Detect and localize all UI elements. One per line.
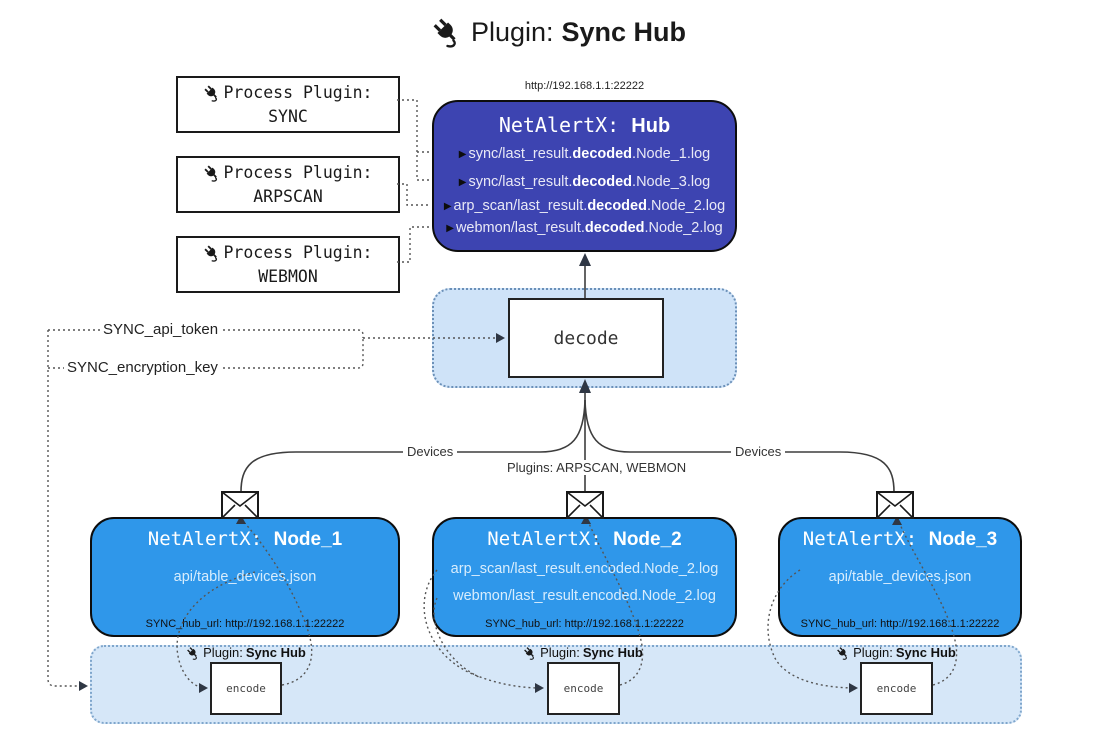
title-name: Sync Hub	[561, 16, 687, 47]
node-hub-url: SYNC_hub_url: http://192.168.1.1:22222	[145, 618, 345, 630]
title-label: Plugin:	[470, 16, 554, 47]
node-1-box: NetAlertX: Node_1 api/table_devices.json…	[90, 517, 400, 637]
hub-log-list: ▶sync/last_result.decoded.Node_1.log ▶sy…	[434, 147, 735, 235]
edge-label-devices-left: Devices	[403, 444, 458, 459]
process-plugin-sync: Process Plugin: SYNC	[176, 76, 400, 133]
encode-box-1: encode	[210, 662, 282, 715]
arrowhead-icon: ▶	[446, 222, 454, 234]
hub-box: NetAlertX: Hub ▶sync/last_result.decoded…	[432, 100, 737, 252]
arrowhead-icon: ▶	[458, 176, 467, 188]
sync-plugin-label-1: Plugin:Sync Hub	[161, 645, 331, 660]
hub-title-name: Hub	[631, 115, 671, 137]
process-plugin-label: Process Plugin:	[223, 242, 373, 262]
node-file-line: webmon/last_result.encoded.Node_2.log	[453, 588, 716, 604]
sync-encryption-key-label: SYNC_encryption_key	[64, 359, 221, 376]
hub-log-line: ▶arp_scan/last_result.decoded.Node_2.log	[443, 198, 726, 214]
edge-label-devices-right: Devices	[731, 444, 786, 459]
hub-title: NetAlertX: Hub	[434, 113, 735, 138]
process-plugin-name: ARPSCAN	[253, 186, 323, 206]
process-plugin-label: Process Plugin:	[223, 82, 373, 102]
edge-label-plugins: Plugins: ARPSCAN, WEBMON	[503, 460, 686, 475]
node-title: NetAlertX: Node_3	[802, 528, 998, 550]
node-3-box: NetAlertX: Node_3 api/table_devices.json…	[778, 517, 1022, 637]
node-hub-url: SYNC_hub_url: http://192.168.1.1:22222	[485, 618, 684, 630]
node-title: NetAlertX: Node_1	[147, 528, 343, 550]
node-file-line: arp_scan/last_result.encoded.Node_2.log	[450, 561, 719, 577]
encode-box-3: encode	[860, 662, 933, 715]
process-plugin-arpscan: Process Plugin: ARPSCAN	[176, 156, 400, 213]
node-file-line: api/table_devices.json	[828, 569, 972, 585]
node-hub-url: SYNC_hub_url: http://192.168.1.1:22222	[800, 618, 1000, 630]
process-plugin-webmon: Process Plugin: WEBMON	[176, 236, 400, 293]
process-plugin-name: SYNC	[268, 106, 308, 126]
page-title: Plugin: Sync Hub	[0, 16, 1117, 48]
node-2-box: NetAlertX: Node_2 arp_scan/last_result.e…	[432, 517, 737, 637]
plug-icon	[203, 84, 221, 102]
process-plugin-label: Process Plugin:	[223, 162, 373, 182]
hub-url-label: http://192.168.1.1:22222	[524, 80, 645, 92]
envelope-icons	[221, 491, 914, 519]
process-plugin-name: WEBMON	[258, 266, 318, 286]
arrowhead-icon: ▶	[458, 149, 467, 160]
hub-log-line: ▶sync/last_result.decoded.Node_1.log	[458, 146, 711, 162]
node-title: NetAlertX: Node_2	[487, 528, 682, 550]
envelope-icon	[566, 491, 604, 519]
plug-icon	[186, 646, 200, 660]
sync-plugin-label-2: Plugin:Sync Hub	[498, 645, 668, 660]
sync-api-token-label: SYNC_api_token	[100, 321, 222, 338]
sync-plugin-label-3: Plugin:Sync Hub	[811, 645, 981, 660]
decode-box: decode	[508, 298, 664, 378]
plug-icon	[836, 646, 850, 660]
hub-log-line: ▶sync/last_result.decoded.Node_3.log	[458, 173, 711, 190]
decode-label: decode	[553, 327, 619, 349]
envelope-icon	[221, 491, 259, 519]
node-file-line: api/table_devices.json	[173, 569, 317, 585]
encode-box-2: encode	[547, 662, 620, 715]
plug-icon	[431, 16, 463, 48]
plug-icon	[523, 646, 537, 660]
plug-icon	[203, 164, 221, 182]
envelope-icon	[876, 491, 914, 519]
plug-icon	[203, 244, 221, 262]
hub-title-prefix: NetAlertX:	[498, 113, 620, 137]
arrowhead-icon: ▶	[443, 201, 452, 212]
hub-log-line: ▶webmon/last_result.decoded.Node_2.log	[446, 219, 723, 236]
